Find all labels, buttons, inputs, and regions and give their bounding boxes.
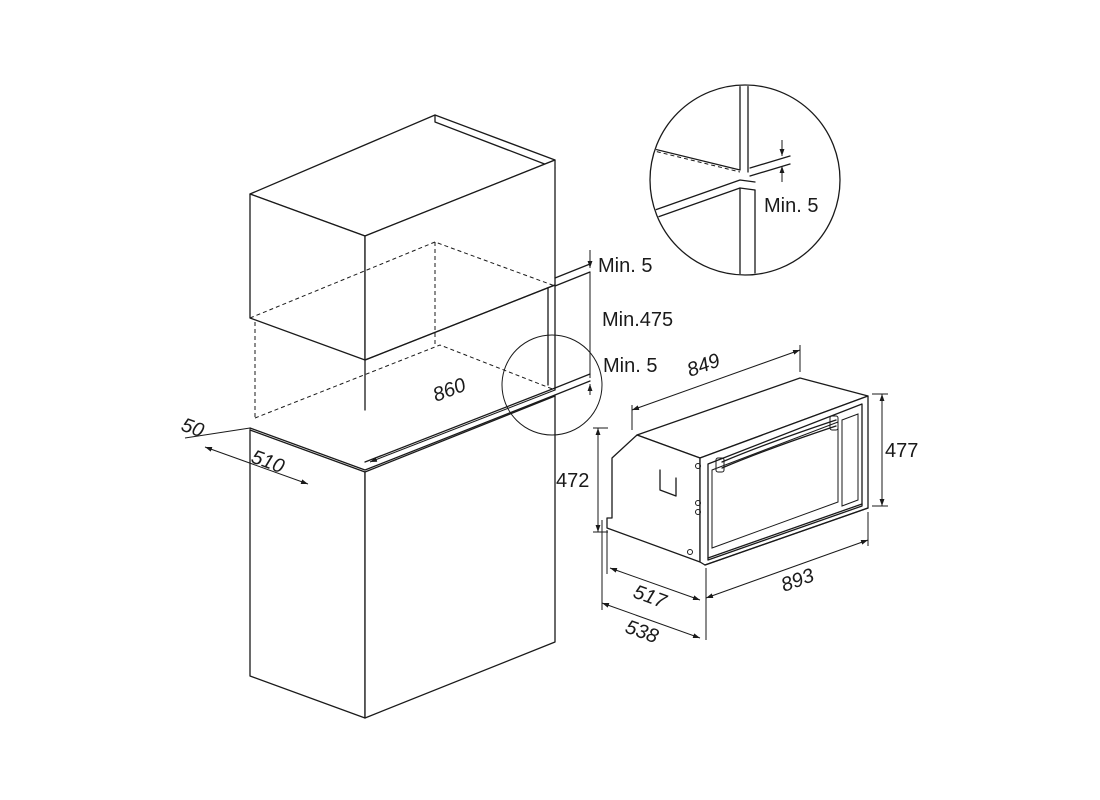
appliance-front-panel [707, 403, 863, 561]
appliance [606, 377, 869, 566]
appliance-side [606, 434, 701, 563]
niche-bottom-front [249, 394, 556, 471]
appliance-dimensions [593, 345, 888, 640]
appliance-handle-end-left [715, 457, 725, 473]
cabinet-dimensions [184, 250, 593, 485]
screw-icon [687, 549, 693, 555]
label-appliance-depth-body: 517 [630, 581, 670, 613]
detail-shelf [749, 155, 791, 169]
label-cabinet-gap-top: Min. 5 [598, 255, 652, 277]
detail-upper-panel [651, 86, 741, 171]
screw-icon [695, 463, 701, 469]
screw-icon [695, 500, 701, 506]
label-cabinet-gap-bottom: Min. 5 [603, 355, 657, 377]
niche-back-dashed [249, 241, 556, 319]
appliance-handle-end-right [829, 415, 839, 431]
dim-appliance-depth-total [601, 602, 701, 639]
screw-icon [695, 509, 701, 515]
label-detail-gap: Min. 5 [764, 195, 818, 217]
label-cabinet-niche-height: Min.475 [602, 309, 673, 331]
detail-dashed [651, 149, 741, 173]
lower-strip-2 [554, 380, 591, 396]
detail-lower-top [654, 179, 756, 211]
tall-cabinet [249, 114, 603, 719]
dim-appliance-width-top [631, 349, 801, 411]
niche-front-edge-top [364, 284, 556, 361]
dim-niche-width-line [369, 389, 556, 463]
niche-bottom-front-2 [364, 387, 556, 463]
appliance-side-bracket [659, 469, 677, 497]
dim-depth-line [204, 446, 309, 485]
detail-callout-circle [501, 334, 603, 436]
detail-zoom [649, 84, 841, 276]
appliance-handle [721, 419, 837, 463]
appliance-drawer-face [711, 421, 839, 549]
niche-floor-dashed [254, 344, 556, 419]
label-cabinet-niche-width: 860 [430, 374, 469, 406]
label-cabinet-front-offset: 50 [178, 414, 206, 442]
shelf-strip-2 [554, 271, 591, 287]
appliance-control-panel [841, 413, 859, 507]
appliance-handle-2 [721, 425, 837, 469]
shelf-strip [554, 263, 591, 279]
cabinet-lower-front [364, 395, 556, 719]
label-appliance-depth-total: 538 [622, 616, 661, 648]
dim-appliance-width-front [705, 539, 869, 599]
label-appliance-height-side: 472 [556, 470, 589, 492]
cabinet-top-back-edge [434, 114, 556, 169]
dim-front-offset-line [184, 427, 251, 439]
label-appliance-width-top: 849 [684, 350, 723, 382]
lower-strip [554, 373, 591, 389]
label-appliance-width-front: 893 [778, 565, 817, 597]
dim-appliance-depth-body [609, 567, 701, 601]
label-appliance-height-front: 477 [885, 440, 918, 462]
detail-zoom-circle [649, 84, 841, 276]
